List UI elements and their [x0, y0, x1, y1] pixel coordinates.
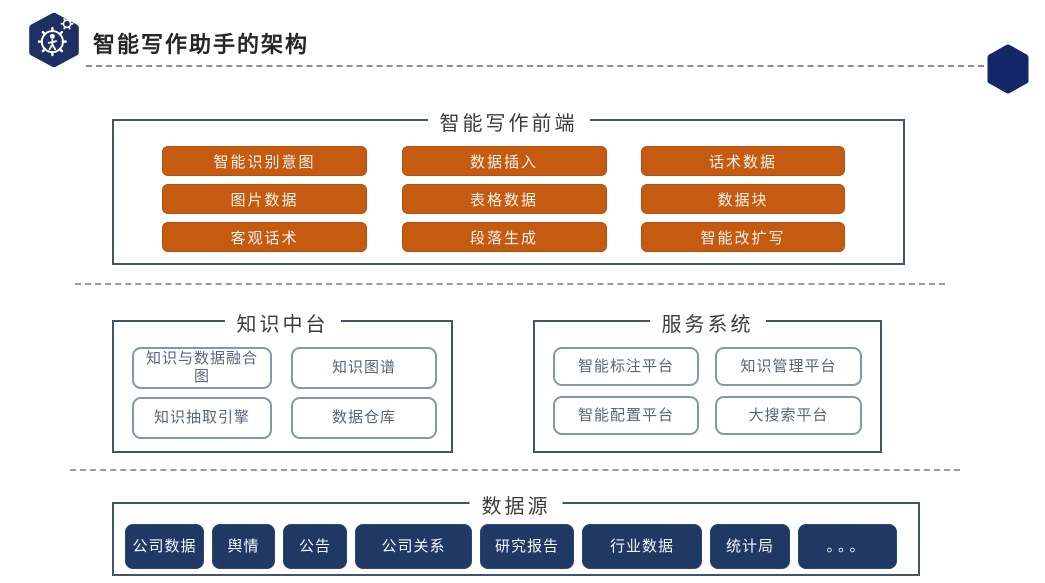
- section-divider: [70, 469, 960, 471]
- datasource-node: 行业数据: [582, 524, 702, 569]
- frontend-node: 话术数据: [641, 146, 845, 176]
- panel-datasource-title: 数据源: [469, 490, 563, 519]
- frontend-node-grid: 智能识别意图 数据插入 话术数据 图片数据 表格数据 数据块 客观话术 段落生成…: [114, 121, 903, 252]
- panel-service: 服务系统 智能标注平台 知识管理平台 智能配置平台 大搜索平台: [533, 308, 882, 453]
- datasource-node: 公告: [283, 524, 347, 569]
- hexagon-decoration-icon: [987, 44, 1029, 94]
- frontend-node: 智能识别意图: [162, 146, 367, 176]
- service-node-grid: 智能标注平台 知识管理平台 智能配置平台 大搜索平台: [535, 322, 880, 435]
- frontend-node: 智能改扩写: [641, 222, 845, 252]
- frontend-node: 客观话术: [162, 222, 367, 252]
- service-node: 大搜索平台: [715, 396, 862, 435]
- panel-frontend: 智能写作前端 智能识别意图 数据插入 话术数据 图片数据 表格数据 数据块 客观…: [112, 107, 905, 265]
- frontend-node: 数据插入: [401, 146, 607, 176]
- knowledge-node: 知识抽取引擎: [132, 397, 272, 439]
- datasource-node: 公司数据: [125, 524, 204, 569]
- frontend-node: 段落生成: [401, 222, 607, 252]
- datasource-node: 舆情: [212, 524, 275, 569]
- assistant-logo-icon: [29, 12, 79, 68]
- knowledge-node: 数据仓库: [291, 397, 437, 439]
- knowledge-node: 知识图谱: [291, 347, 437, 389]
- datasource-node: 研究报告: [480, 524, 574, 569]
- service-node: 智能标注平台: [553, 347, 699, 386]
- service-node: 知识管理平台: [715, 347, 862, 386]
- panel-frontend-title: 智能写作前端: [427, 107, 590, 136]
- frontend-node: 表格数据: [401, 184, 607, 214]
- datasource-node-more: 。。。: [798, 524, 897, 569]
- datasource-node: 公司关系: [355, 524, 472, 569]
- datasource-node-row: 公司数据 舆情 公告 公司关系 研究报告 行业数据 统计局 。。。: [114, 504, 918, 569]
- service-node: 智能配置平台: [553, 396, 699, 435]
- knowledge-node: 知识与数据融合图: [132, 347, 272, 389]
- panel-knowledge: 知识中台 知识与数据融合图 知识图谱 知识抽取引擎 数据仓库: [112, 308, 453, 453]
- panel-service-title: 服务系统: [649, 308, 766, 337]
- frontend-node: 图片数据: [162, 184, 367, 214]
- knowledge-node-grid: 知识与数据融合图 知识图谱 知识抽取引擎 数据仓库: [114, 322, 451, 439]
- section-divider: [75, 283, 945, 285]
- panel-datasource: 数据源 公司数据 舆情 公告 公司关系 研究报告 行业数据 统计局 。。。: [112, 490, 920, 576]
- title-divider: [86, 65, 984, 67]
- frontend-node: 数据块: [641, 184, 845, 214]
- page-title: 智能写作助手的架构: [93, 32, 310, 57]
- panel-knowledge-title: 知识中台: [224, 308, 341, 337]
- datasource-node: 统计局: [710, 524, 790, 569]
